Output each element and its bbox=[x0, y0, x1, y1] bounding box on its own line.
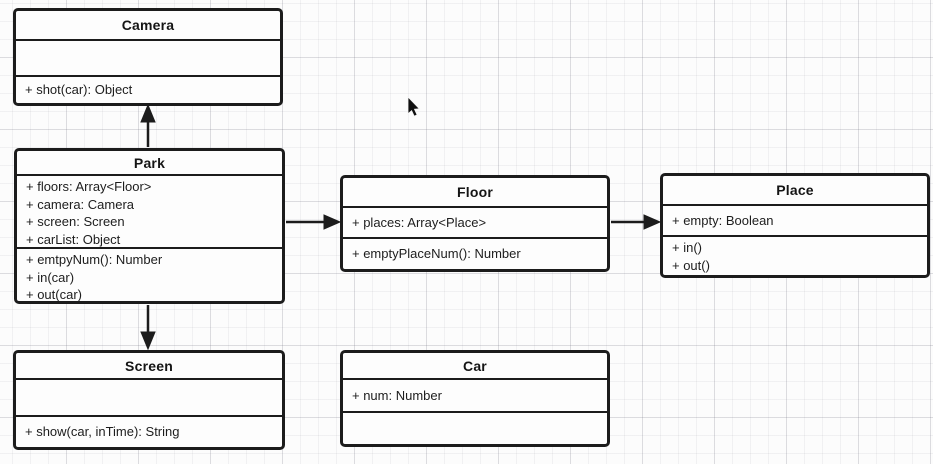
class-title-park: Park bbox=[17, 151, 282, 176]
class-attributes-camera bbox=[16, 41, 280, 77]
class-methods-screen: + show(car, inTime): String bbox=[16, 417, 282, 447]
class-box-car[interactable]: Car + num: Number bbox=[340, 350, 610, 447]
method-line: + shot(car): Object bbox=[25, 82, 133, 98]
class-methods-park: + emtpyNum(): Number + in(car) + out(car… bbox=[17, 249, 282, 302]
method-line: + emptyPlaceNum(): Number bbox=[352, 246, 521, 262]
class-box-place[interactable]: Place + empty: Boolean + in() + out() bbox=[660, 173, 930, 278]
attribute-line: + num: Number bbox=[352, 387, 442, 403]
class-methods-car bbox=[343, 413, 607, 444]
arrow-park-to-floor[interactable] bbox=[286, 214, 342, 230]
attribute-line: + places: Array<Place> bbox=[352, 214, 487, 230]
attribute-line: + camera: Camera bbox=[26, 196, 135, 212]
class-methods-floor: + emptyPlaceNum(): Number bbox=[343, 239, 607, 269]
class-methods-camera: + shot(car): Object bbox=[16, 77, 280, 103]
class-attributes-car: + num: Number bbox=[343, 380, 607, 413]
attribute-line: + floors: Array<Floor> bbox=[26, 179, 152, 194]
attribute-line: + carList: Object bbox=[26, 231, 121, 247]
class-title-place: Place bbox=[663, 176, 927, 206]
method-line: + out() bbox=[672, 257, 710, 273]
class-methods-place: + in() + out() bbox=[663, 237, 927, 275]
class-attributes-screen bbox=[16, 380, 282, 417]
class-attributes-park: + floors: Array<Floor> + camera: Camera … bbox=[17, 176, 282, 249]
class-box-screen[interactable]: Screen + show(car, inTime): String bbox=[13, 350, 285, 450]
method-line: + show(car, inTime): String bbox=[25, 424, 180, 440]
arrow-floor-to-place[interactable] bbox=[611, 214, 662, 230]
class-title-car: Car bbox=[343, 353, 607, 380]
attribute-line: + empty: Boolean bbox=[672, 212, 774, 228]
method-line: + out(car) bbox=[26, 287, 82, 302]
class-title-floor: Floor bbox=[343, 178, 607, 208]
class-box-floor[interactable]: Floor + places: Array<Place> + emptyPlac… bbox=[340, 175, 610, 272]
class-attributes-place: + empty: Boolean bbox=[663, 206, 927, 237]
class-title-camera: Camera bbox=[16, 11, 280, 41]
class-box-camera[interactable]: Camera + shot(car): Object bbox=[13, 8, 283, 106]
method-line: + in(car) bbox=[26, 269, 75, 285]
class-box-park[interactable]: Park + floors: Array<Floor> + camera: Ca… bbox=[14, 148, 285, 304]
attribute-line: + screen: Screen bbox=[26, 214, 125, 229]
method-line: + emtpyNum(): Number bbox=[26, 252, 163, 267]
class-attributes-floor: + places: Array<Place> bbox=[343, 208, 607, 239]
arrow-park-to-camera[interactable] bbox=[140, 103, 156, 147]
mouse-cursor-icon bbox=[407, 96, 421, 117]
class-title-screen: Screen bbox=[16, 353, 282, 380]
method-line: + in() bbox=[672, 240, 702, 255]
arrow-park-to-screen[interactable] bbox=[140, 305, 156, 351]
